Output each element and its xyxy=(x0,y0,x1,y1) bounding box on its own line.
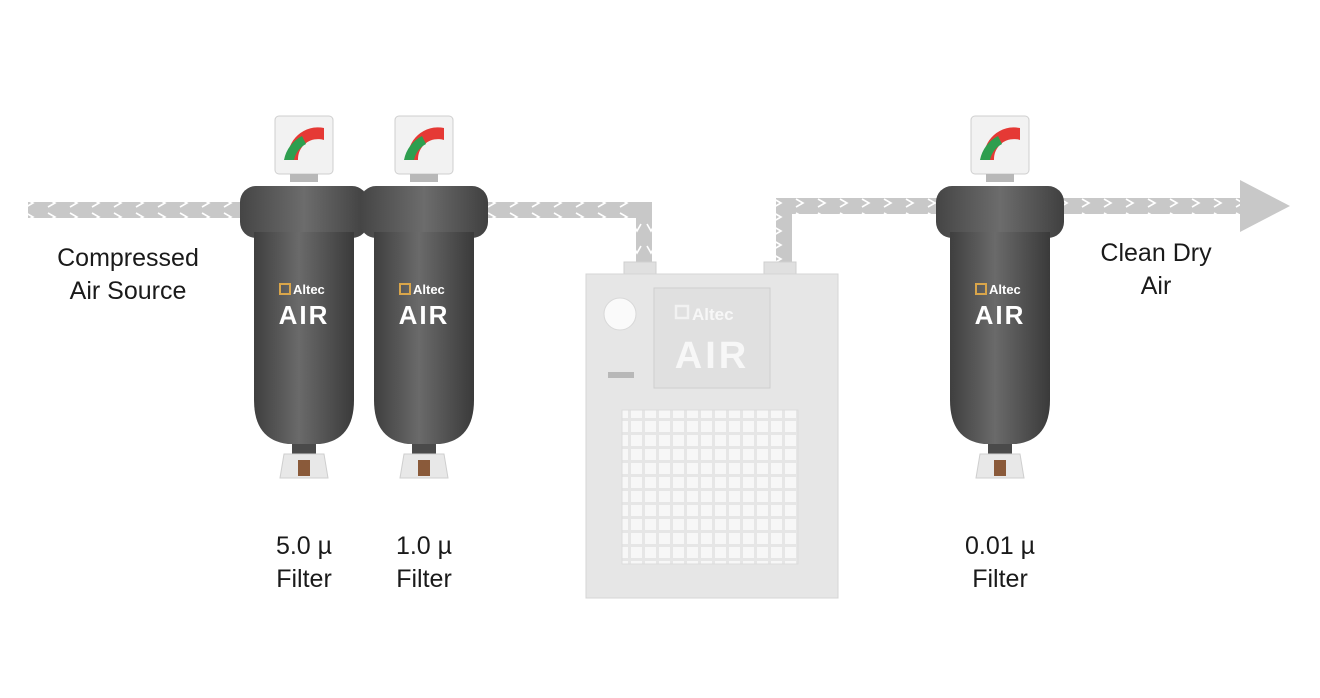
gauge-icon xyxy=(394,115,454,182)
brand-large: AIR xyxy=(975,300,1026,330)
brand-large: AIR xyxy=(399,300,450,330)
brand-small: Altec xyxy=(293,282,325,297)
dryer-vent-grille xyxy=(621,409,799,565)
filter-1-label: 5.0 µ Filter xyxy=(244,530,364,596)
dryer-unit: Altec AIR xyxy=(585,261,839,599)
filter-3-label: 0.01 µ Filter xyxy=(940,530,1060,596)
output-label: Clean Dry Air xyxy=(1076,237,1236,303)
filter-2-label: 1.0 µ Filter xyxy=(364,530,484,596)
source-label-line-2: Air Source xyxy=(69,277,187,305)
gauge-icon xyxy=(970,115,1030,182)
brand-small: Altec xyxy=(692,305,734,324)
altec-air-logo: Altec AIR xyxy=(975,282,1026,330)
dryer-switch xyxy=(608,372,634,378)
source-label-line-1: Compressed xyxy=(57,244,199,272)
filter-3-name: Filter xyxy=(972,565,1028,593)
filter-unit-2: Altec AIR xyxy=(360,115,488,479)
filter-2-rating: 1.0 µ xyxy=(395,532,453,560)
filter-3-rating: 0.01 µ xyxy=(964,532,1035,560)
brand-small: Altec xyxy=(413,282,445,297)
flow-arrow-head xyxy=(1240,180,1290,232)
filter-unit-1: Altec AIR xyxy=(240,115,368,479)
altec-air-logo: Altec AIR xyxy=(674,304,749,377)
brand-large: AIR xyxy=(675,335,749,377)
dryer-indicator-light xyxy=(603,297,637,331)
output-label-line-2: Air xyxy=(1140,272,1172,300)
altec-air-logo: Altec AIR xyxy=(279,282,330,330)
brand-small: Altec xyxy=(989,282,1021,297)
brand-large: AIR xyxy=(279,300,330,330)
filter-1-name: Filter xyxy=(276,565,332,593)
altec-air-logo: Altec AIR xyxy=(399,282,450,330)
filter-2-name: Filter xyxy=(396,565,452,593)
output-label-line-1: Clean Dry xyxy=(1100,239,1212,267)
source-label: Compressed Air Source xyxy=(36,242,220,308)
gauge-icon xyxy=(274,115,334,182)
filter-1-rating: 5.0 µ xyxy=(275,532,333,560)
filter-unit-3: Altec AIR xyxy=(936,115,1064,479)
